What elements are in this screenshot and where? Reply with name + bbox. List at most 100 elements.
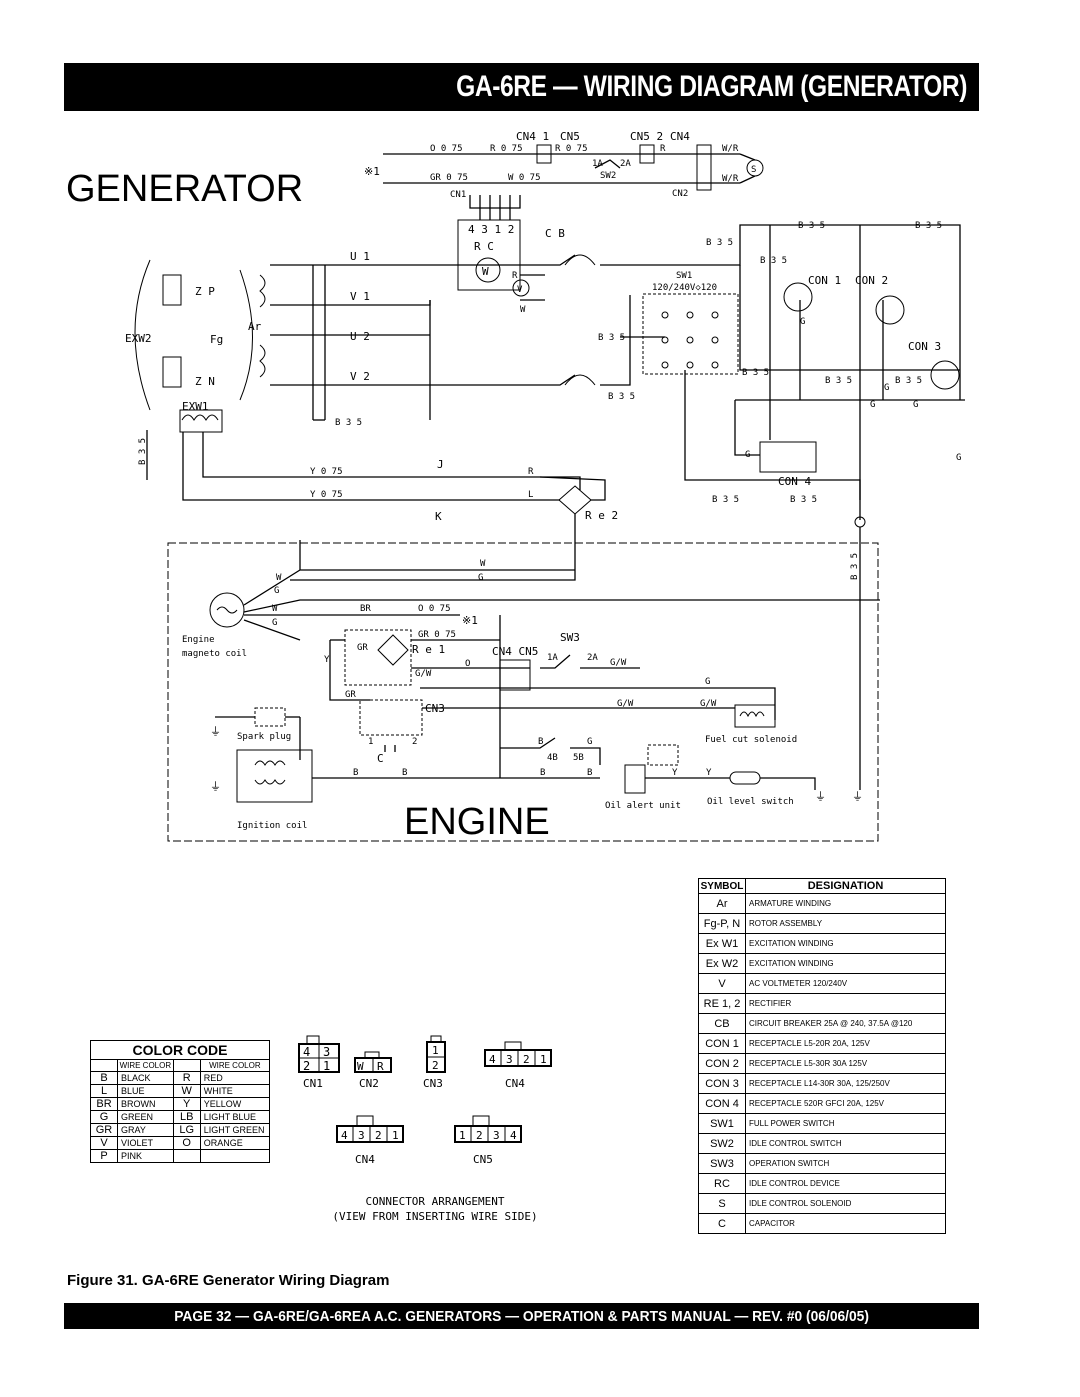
svg-text:G: G	[272, 618, 277, 628]
svg-text:2: 2	[432, 1059, 439, 1072]
svg-text:B 3 5: B 3 5	[790, 495, 817, 505]
svg-text:2A: 2A	[620, 159, 631, 169]
svg-text:W: W	[357, 1060, 364, 1073]
engine-heading: ENGINE	[404, 801, 550, 843]
generator-heading: GENERATOR	[66, 168, 303, 210]
svg-text:Y 0 75: Y 0 75	[310, 490, 343, 500]
svg-text:B 3 5: B 3 5	[138, 438, 148, 465]
svg-text:B 3 5: B 3 5	[335, 418, 362, 428]
svg-text:CON 3: CON 3	[908, 340, 941, 353]
svg-text:W: W	[480, 559, 486, 569]
svg-text:Engine: Engine	[182, 635, 215, 645]
svg-text:B 3 5: B 3 5	[712, 495, 739, 505]
svg-text:Spark plug: Spark plug	[237, 732, 291, 742]
svg-text:C B: C B	[545, 227, 565, 240]
svg-text:⏚: ⏚	[210, 725, 221, 738]
rc-idle-control: 4 3 1 2 R C W	[457, 195, 521, 291]
svg-text:U 2: U 2	[350, 330, 370, 343]
svg-text:Oil level switch: Oil level switch	[707, 797, 794, 807]
svg-text:2A: 2A	[587, 653, 598, 663]
svg-text:B: B	[540, 768, 545, 778]
svg-text:SW1: SW1	[676, 271, 692, 281]
svg-text:GR 0 75: GR 0 75	[418, 630, 456, 640]
svg-text:W 0 75: W 0 75	[508, 173, 541, 183]
svg-text:G: G	[870, 400, 875, 410]
svg-text:CON 2: CON 2	[855, 274, 888, 287]
page-title-bar: GA-6RE — WIRING DIAGRAM (GENERATOR)	[64, 63, 979, 111]
svg-text:1A: 1A	[592, 159, 603, 169]
oil-alert: B G 4B 5B Oil alert unit Y Y Oil level s…	[500, 737, 863, 811]
svg-text:120/240V◇120: 120/240V◇120	[652, 283, 717, 293]
svg-text:V 1: V 1	[350, 290, 370, 303]
svg-text:Ar: Ar	[248, 320, 262, 333]
label-cn4-2: CN4	[670, 130, 690, 143]
svg-text:R e 1: R e 1	[412, 643, 445, 656]
svg-text:BR: BR	[360, 604, 371, 614]
svg-text:O 0 75: O 0 75	[430, 144, 463, 154]
svg-text:CN5: CN5	[473, 1153, 493, 1166]
svg-text:W: W	[276, 573, 282, 583]
svg-text:CN1: CN1	[303, 1077, 323, 1090]
svg-text:4B: 4B	[547, 753, 558, 763]
svg-text:GR: GR	[345, 690, 356, 700]
svg-text:W/R: W/R	[722, 174, 739, 184]
svg-text:G: G	[800, 317, 805, 327]
svg-text:B 3 5: B 3 5	[825, 376, 852, 386]
figure-caption: Figure 31. GA-6RE Generator Wiring Diagr…	[67, 1272, 390, 1289]
svg-text:3: 3	[323, 1045, 330, 1059]
svg-text:1: 1	[368, 737, 373, 747]
svg-text:1: 1	[392, 1129, 399, 1142]
svg-text:4: 4	[489, 1053, 496, 1066]
svg-text:4: 4	[510, 1129, 517, 1142]
svg-text:G: G	[913, 400, 918, 410]
svg-text:5B: 5B	[573, 753, 584, 763]
svg-text:2: 2	[303, 1059, 310, 1073]
wiring-diagram: GENERATOR ENGINE S CN4 1 CN5 CN5 2 CN4 O…	[66, 130, 965, 843]
svg-text:Z N: Z N	[195, 375, 215, 388]
svg-text:R 0 75: R 0 75	[490, 144, 523, 154]
svg-text:R: R	[377, 1060, 384, 1073]
svg-text:W: W	[520, 305, 526, 315]
svg-text:R C: R C	[474, 240, 494, 253]
svg-text:1: 1	[459, 1129, 466, 1142]
symbol-header: SYMBOL	[698, 878, 746, 894]
top-wiring: S CN4 1 CN5 CN5 2 CN4 O 0 75 R 0 75 R 0 …	[364, 130, 764, 200]
svg-text:G: G	[956, 453, 961, 463]
svg-text:4 3 1 2: 4 3 1 2	[468, 223, 514, 236]
svg-text:J: J	[437, 458, 444, 471]
svg-text:3: 3	[506, 1053, 513, 1066]
svg-text:SW3: SW3	[560, 631, 580, 644]
connector-arrangement: 4 3 2 1 CN1 W R CN2 1 2 CN3 4 3 2 1 CN4	[295, 1030, 585, 1230]
svg-text:B 3 5: B 3 5	[915, 221, 942, 231]
rectifier-re1: R e 1 GR 0 75 GR Y O G/W GR	[324, 629, 530, 701]
svg-text:B: B	[587, 768, 592, 778]
svg-text:V 2: V 2	[350, 370, 370, 383]
receptacles: CON 1 CON 2 CON 3 CON 4 B 3 5 B 3 5 B 3 …	[684, 225, 965, 790]
engine-frame	[167, 542, 879, 842]
svg-text:CON 1: CON 1	[808, 274, 841, 287]
svg-text:Y: Y	[706, 768, 712, 778]
cn3-connector: CN3 G/W G/W 1 2 C	[359, 699, 735, 765]
svg-text:G/W: G/W	[610, 658, 627, 668]
svg-text:O 0 75: O 0 75	[418, 604, 451, 614]
svg-text:R e 2: R e 2	[585, 509, 618, 522]
stator-windings: Z P Z N EXW2 Fg Ar EXW1 B 3 5	[125, 259, 266, 480]
svg-text:CN2: CN2	[359, 1077, 379, 1090]
svg-text:R 0 75: R 0 75	[555, 144, 588, 154]
svg-text:G: G	[745, 450, 750, 460]
svg-text:L: L	[528, 490, 533, 500]
